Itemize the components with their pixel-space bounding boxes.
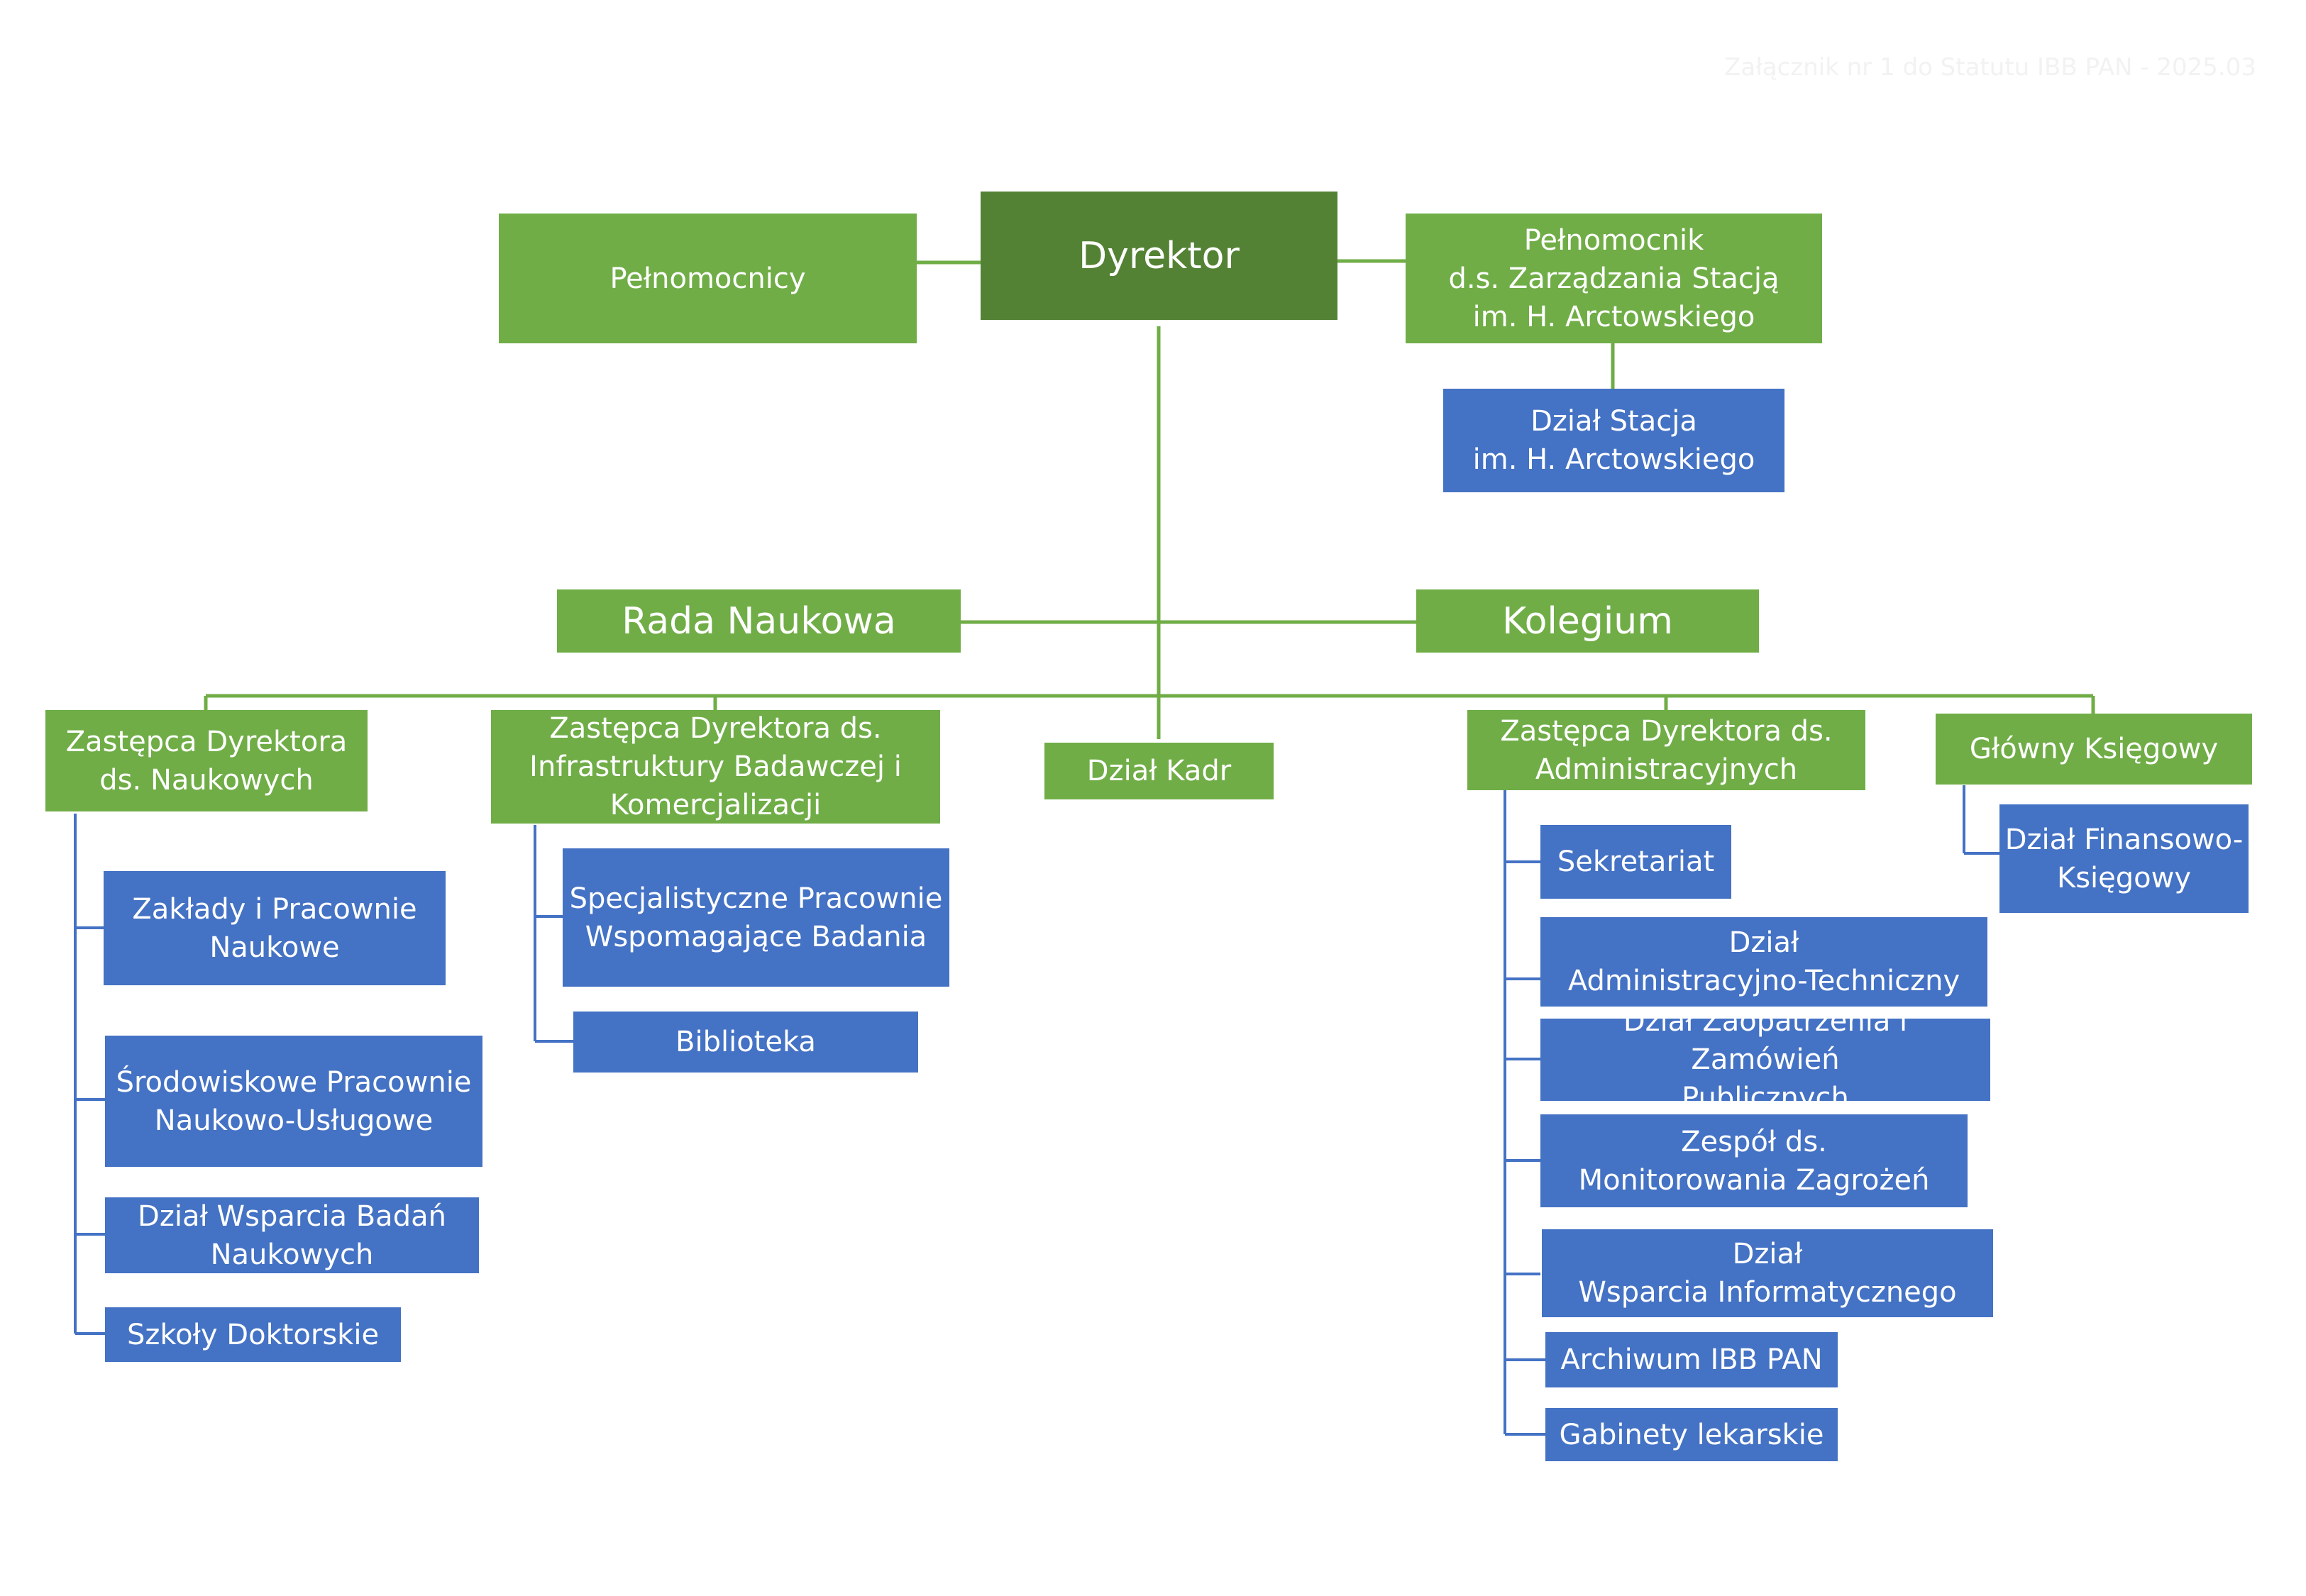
unit-science-3: Dział Wsparcia Badań Naukowych bbox=[105, 1197, 479, 1273]
station-department-box: Dział Stacja im. H. Arctowskiego bbox=[1443, 389, 1784, 492]
document-header: Załącznik nr 1 do Statutu IBB PAN - 2025… bbox=[1724, 53, 2256, 82]
unit-accounting-1: Dział Finansowo- Księgowy bbox=[1999, 804, 2249, 913]
scientific-council-box: Rada Naukowa bbox=[557, 589, 961, 653]
deputy-director-administration-box: Zastępca Dyrektora ds. Administracyjnych bbox=[1467, 710, 1865, 790]
unit-science-4: Szkoły Doktorskie bbox=[105, 1307, 401, 1362]
unit-administration-1: Sekretariat bbox=[1540, 825, 1731, 899]
unit-administration-3: Dział Zaopatrzenia i Zamówień Publicznyc… bbox=[1540, 1005, 1990, 1114]
director-box: Dyrektor bbox=[981, 192, 1337, 320]
unit-infrastructure-1: Specjalistyczne Pracownie Wspomagające B… bbox=[563, 848, 949, 987]
unit-administration-4: Zespół ds. Monitorowania Zagrożeń bbox=[1540, 1114, 1968, 1207]
unit-administration-6: Archiwum IBB PAN bbox=[1545, 1332, 1838, 1387]
deputy-director-infrastructure-box: Zastępca Dyrektora ds. Infrastruktury Ba… bbox=[491, 710, 940, 824]
unit-infrastructure-2: Biblioteka bbox=[573, 1012, 918, 1073]
unit-administration-2: Dział Administracyjno-Techniczny bbox=[1540, 917, 1987, 1007]
unit-administration-7: Gabinety lekarskie bbox=[1545, 1408, 1838, 1461]
plenipotentiaries-box: Pełnomocnicy bbox=[499, 214, 917, 343]
unit-science-2: Środowiskowe Pracownie Naukowo-Usługowe bbox=[105, 1036, 482, 1167]
chief-accountant-box: Główny Księgowy bbox=[1936, 714, 2252, 785]
unit-administration-5: Dział Wsparcia Informatycznego bbox=[1542, 1229, 1993, 1317]
deputy-director-science-box: Zastępca Dyrektora ds. Naukowych bbox=[45, 710, 368, 811]
hr-department-box: Dział Kadr bbox=[1044, 743, 1274, 799]
unit-science-1: Zakłady i Pracownie Naukowe bbox=[104, 871, 446, 985]
college-box: Kolegium bbox=[1416, 589, 1759, 653]
station-plenipotentiary-box: Pełnomocnik d.s. Zarządzania Stacją im. … bbox=[1406, 214, 1822, 343]
